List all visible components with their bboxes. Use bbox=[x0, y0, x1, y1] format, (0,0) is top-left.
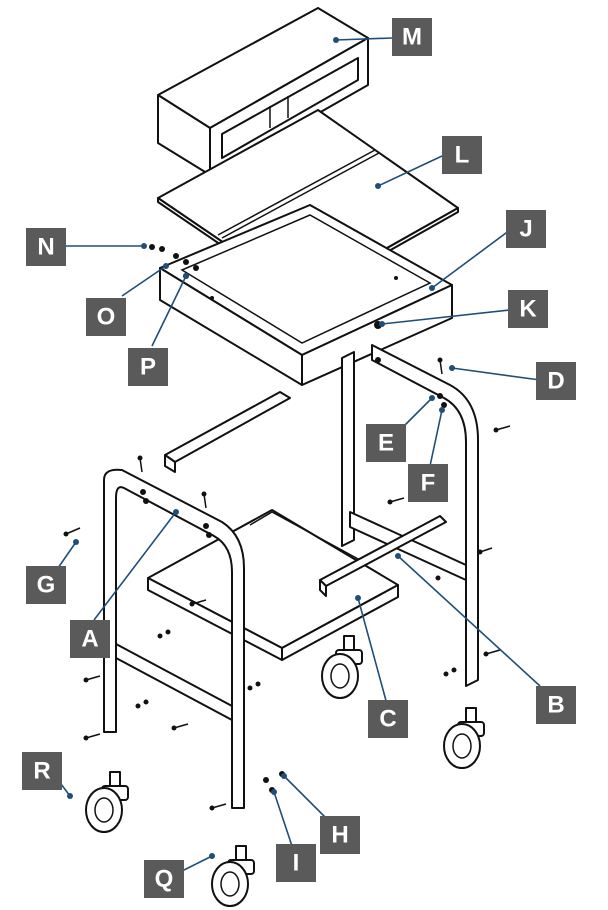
callout-o: O bbox=[86, 298, 126, 336]
callout-r: R bbox=[22, 752, 62, 790]
callout-g: G bbox=[26, 566, 66, 604]
part-b-front-crossbar bbox=[319, 515, 447, 597]
callout-d-label: D bbox=[547, 368, 564, 395]
callout-b-label: B bbox=[547, 692, 564, 719]
callout-e-label: E bbox=[378, 430, 394, 457]
callout-p-label: P bbox=[140, 354, 156, 381]
callout-p: P bbox=[128, 348, 168, 386]
part-m-hutch bbox=[157, 7, 369, 176]
caster-back-right bbox=[443, 707, 485, 769]
part-j-tray bbox=[159, 204, 453, 386]
callout-l-label: L bbox=[455, 142, 470, 169]
callout-i: I bbox=[276, 844, 316, 882]
callout-f-label: F bbox=[421, 470, 436, 497]
caster-back-center bbox=[321, 635, 363, 699]
caster-front-left bbox=[85, 771, 129, 833]
callout-f: F bbox=[408, 464, 448, 502]
callout-h: H bbox=[320, 816, 360, 854]
hardware-bolts bbox=[63, 357, 511, 811]
callout-r-label: R bbox=[33, 758, 50, 785]
callout-m-label: M bbox=[402, 24, 422, 51]
callout-a-label: A bbox=[81, 626, 98, 653]
part-upper-crossbar bbox=[164, 391, 291, 473]
callout-q-label: Q bbox=[155, 866, 174, 893]
callout-a: A bbox=[70, 620, 110, 658]
callout-e: E bbox=[366, 424, 406, 462]
callout-k-label: K bbox=[519, 296, 537, 323]
callout-q: Q bbox=[144, 860, 184, 898]
callout-g-label: G bbox=[37, 572, 56, 599]
part-d-right-frame bbox=[349, 344, 479, 687]
callout-l: L bbox=[442, 136, 482, 174]
callout-n-label: N bbox=[37, 234, 54, 261]
callout-i-label: I bbox=[293, 850, 300, 877]
callout-c: C bbox=[368, 700, 408, 738]
callout-h-label: H bbox=[331, 822, 348, 849]
callout-k: K bbox=[508, 290, 548, 328]
caster-front-center bbox=[211, 845, 255, 907]
callout-c-label: C bbox=[379, 706, 396, 733]
callout-n: N bbox=[26, 228, 66, 266]
callout-m: M bbox=[392, 18, 432, 56]
part-back-post bbox=[341, 351, 355, 547]
callout-d: D bbox=[536, 362, 576, 400]
callout-b: B bbox=[536, 686, 576, 724]
callout-j: J bbox=[506, 210, 546, 248]
callout-o-label: O bbox=[97, 304, 116, 331]
part-a-left-frame bbox=[103, 468, 245, 809]
leader-lines bbox=[57, 37, 541, 871]
callout-j-label: J bbox=[519, 216, 532, 243]
